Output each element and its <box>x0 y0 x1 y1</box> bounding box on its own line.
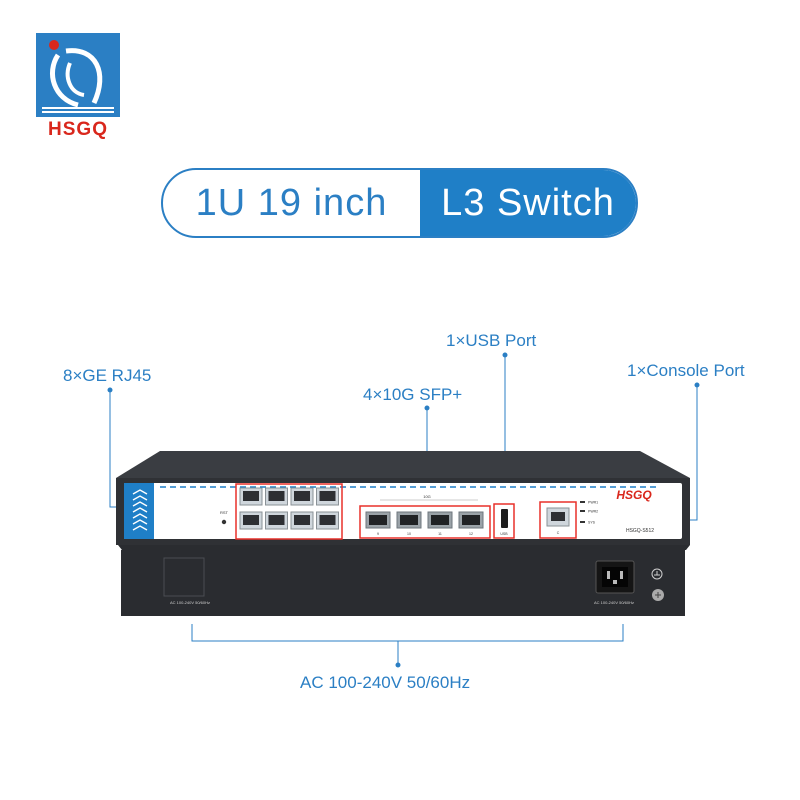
rear-panel-plate <box>163 557 205 597</box>
console-highlight <box>539 501 577 539</box>
sfp-port-number: 9 <box>377 532 379 536</box>
rj45-port-socket <box>319 515 336 525</box>
console-callout: 1×Console Port <box>627 361 745 380</box>
usb-highlight <box>493 503 515 539</box>
svg-text:SYS: SYS <box>588 521 596 525</box>
usb-port <box>501 509 508 528</box>
sfp-group-label: 10G <box>423 494 431 499</box>
sfp-port-socket <box>400 515 418 525</box>
sfp-port-socket <box>431 515 449 525</box>
reset-button <box>221 519 227 525</box>
power-callout: AC 100-240V 50/60Hz <box>300 673 471 692</box>
rj45-port-socket <box>243 491 259 501</box>
usb-callout: 1×USB Port <box>446 331 537 350</box>
title-size: 1U 19 inch <box>195 181 388 224</box>
panel-accent <box>124 483 154 539</box>
rj45-port-socket <box>294 515 310 525</box>
front-panel <box>124 483 682 539</box>
rear-rating-left: AC 100-240V 50/60Hz <box>170 600 210 605</box>
status-leds: PWR1 PWR2 SYS <box>580 501 598 525</box>
sfp-highlight <box>359 505 491 539</box>
hsgq-logo: HSGQ <box>36 33 120 141</box>
logo-text: HSGQ <box>48 119 108 140</box>
rst-label: RST <box>220 510 229 515</box>
rj45-port-group <box>239 487 339 530</box>
sfp-port-number: 11 <box>438 532 442 536</box>
sfp-port-number: 10 <box>407 532 411 536</box>
sfp-port-socket <box>462 515 480 525</box>
rj45-port-socket <box>268 491 285 501</box>
console-label: C <box>557 531 560 535</box>
rj45-port-socket <box>243 515 259 525</box>
sfp-port-number: 12 <box>469 532 473 536</box>
sfp-port-socket <box>369 515 387 525</box>
usb-label: USB <box>500 532 508 536</box>
title-banner: 1U 19 inch L3 Switch <box>161 168 638 238</box>
logo-mark <box>36 33 120 117</box>
device-model: HSGQ-S512 <box>626 528 654 534</box>
rear-rating-right: AC 100-240V 50/60Hz <box>594 600 634 605</box>
switch-top <box>116 451 690 478</box>
sfp-port-group: 9 10 11 12 <box>365 511 484 536</box>
sfp-callout: 4×10G SFP+ <box>363 385 463 404</box>
svg-text:PWR1: PWR1 <box>588 501 598 505</box>
switch-rear <box>121 550 685 616</box>
svg-text:PWR2: PWR2 <box>588 510 598 514</box>
rj45-highlight <box>235 483 343 540</box>
rj45-callout: 8×GE RJ45 <box>63 366 152 385</box>
rj45-port-socket <box>294 491 310 501</box>
rj45-port-socket <box>319 491 336 501</box>
ground-icon <box>651 568 663 580</box>
title-type: L3 Switch <box>420 170 636 236</box>
rj45-port-socket <box>268 515 285 525</box>
device-brand: HSGQ <box>616 488 652 502</box>
